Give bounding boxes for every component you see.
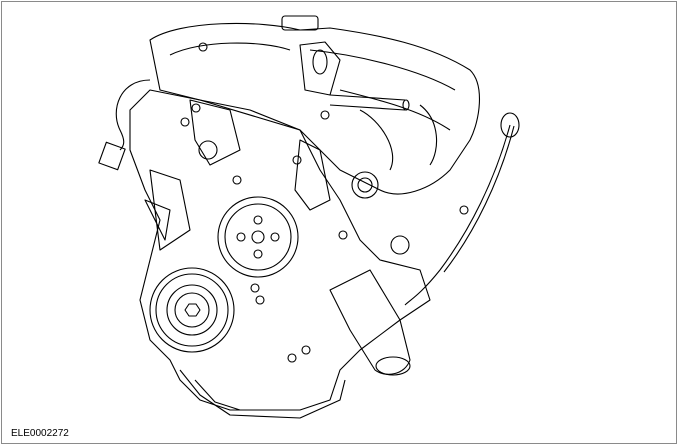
bolts	[180, 42, 469, 363]
coolant-outlet	[329, 269, 411, 375]
dipstick	[404, 124, 511, 306]
wiring-harness	[115, 79, 151, 151]
electrical-connector	[98, 141, 126, 171]
crankshaft-pulley	[149, 267, 235, 353]
figure-reference-code: ELE0002272	[11, 428, 69, 439]
engine-block	[129, 89, 431, 411]
water-pump-pulley	[217, 196, 299, 278]
oil-sump	[179, 369, 346, 419]
oil-filler-cap	[281, 15, 319, 31]
intake-manifold	[149, 22, 481, 195]
